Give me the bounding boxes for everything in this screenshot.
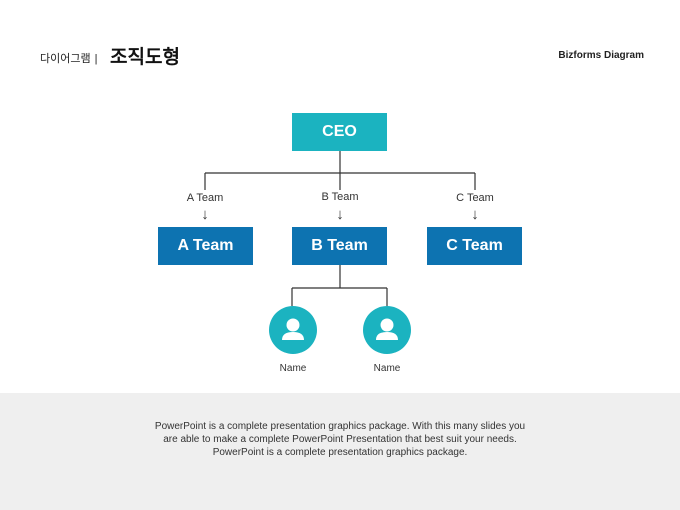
header-separator: | [94, 53, 98, 65]
brand-label: Bizforms Diagram [558, 50, 644, 61]
page-title: 조직도형 [110, 47, 180, 68]
member-1-name: Name [279, 363, 307, 374]
footer-panel: PowerPoint is a complete presentation gr… [0, 393, 680, 510]
arrow-down-icon: ↓ [201, 206, 209, 223]
team-c-box: C Team [427, 227, 522, 265]
header-subtitle-group: 다이어그램| [40, 50, 101, 66]
person-icon [282, 318, 304, 340]
footer-description: PowerPoint is a complete presentation gr… [154, 421, 526, 458]
member-1-avatar [269, 306, 317, 354]
connector-label-c: C Team [456, 192, 494, 204]
member-2-name: Name [373, 363, 401, 374]
team-b-box: B Team [292, 227, 387, 265]
member-2-avatar [363, 306, 411, 354]
connector-label-a: A Team [186, 192, 224, 204]
team-a-box: A Team [158, 227, 253, 265]
person-icon [376, 318, 398, 340]
header-subtitle: 다이어그램 [40, 53, 91, 65]
connector-label-b: B Team [321, 191, 359, 203]
arrow-down-icon: ↓ [336, 206, 344, 223]
ceo-box: CEO [292, 113, 387, 151]
arrow-down-icon: ↓ [471, 206, 479, 223]
